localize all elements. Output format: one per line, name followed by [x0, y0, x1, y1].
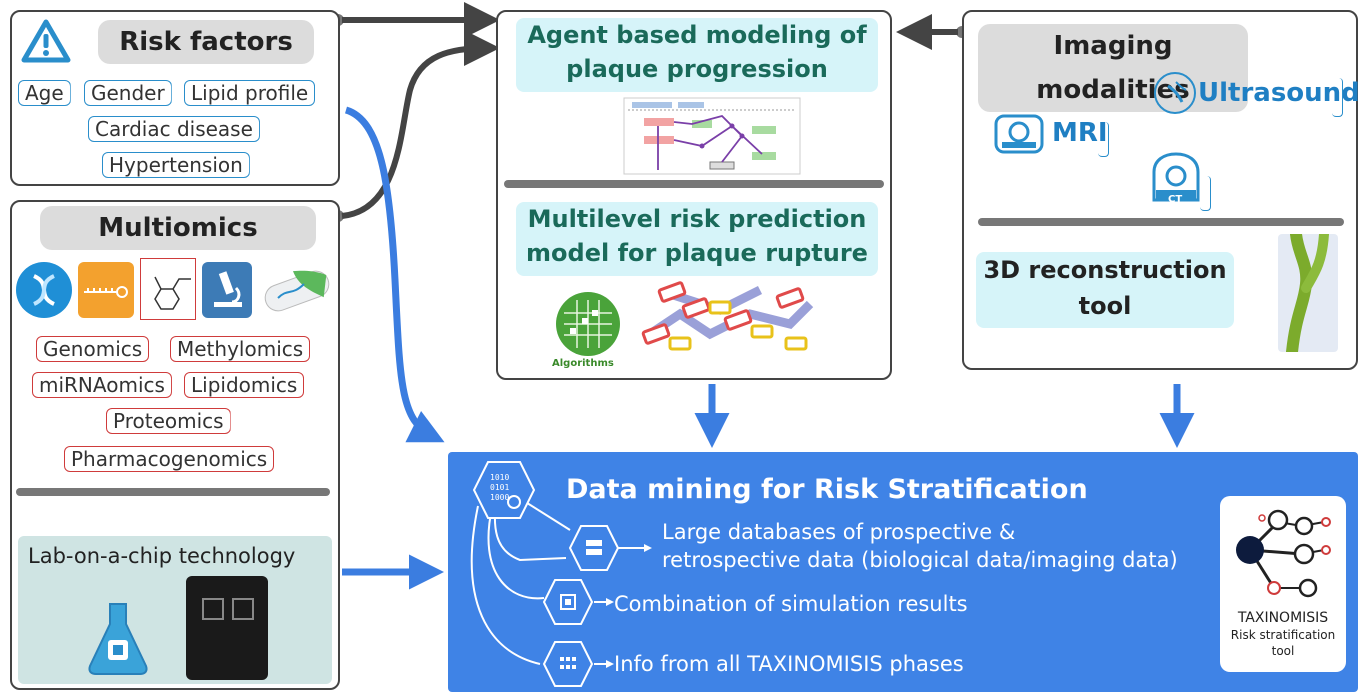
ct-label: CT [1168, 194, 1183, 205]
omics-tag-proteomics: Proteomics [106, 408, 231, 434]
flask-chip-icon [84, 600, 152, 676]
ultrasound-icon [1154, 72, 1196, 114]
risk-flow-diagram [641, 281, 814, 351]
risk-tag-gender: Gender [84, 80, 172, 106]
recon-title-line1: 3D reconstruction [983, 256, 1227, 284]
data-item-simulation: Combination of simulation results [614, 592, 968, 616]
pill-dna-icon [260, 266, 334, 314]
modeling-panel: Agent based modeling of plaque progressi… [496, 10, 892, 380]
ultrasound-label: Ultrasound [1198, 78, 1360, 108]
database-icon [568, 524, 620, 572]
omics-tag-lipidomics: Lipidomics [184, 372, 305, 398]
algorithms-label: Algorithms [552, 358, 614, 369]
risk-model-title-box: Multilevel risk prediction model for pla… [516, 202, 878, 276]
svg-text:1000: 1000 [490, 493, 509, 502]
omics-tag-methylomics: Methylomics [170, 336, 311, 362]
arrow-risk-to-datamining [344, 106, 445, 443]
center-separator [504, 180, 884, 188]
svg-text:1010: 1010 [490, 473, 509, 482]
abm-title-line1: Agent based modeling of [527, 21, 867, 49]
data-item-taxinomisis-phases: Info from all TAXINOMISIS phases [614, 652, 964, 676]
svg-text:0101: 0101 [490, 483, 509, 492]
omics-tag-pharmacogenomics: Pharmacogenomics [64, 446, 275, 472]
recon-title-box: 3D reconstruction tool [976, 252, 1234, 328]
risk-model-title-line1: Multilevel risk prediction [527, 205, 867, 233]
taxinomisis-sub2: tool [1271, 644, 1295, 658]
risk-tag-cardiac-disease: Cardiac disease [88, 116, 260, 142]
ct-icon [1148, 150, 1204, 208]
mri-bracket [1098, 122, 1109, 157]
risk-tag-age: Age [18, 80, 71, 106]
algorithms-icon [556, 292, 620, 356]
rna-icon [78, 262, 134, 318]
risk-tag-lipid-profile: Lipid profile [184, 80, 316, 106]
connector-risk-to-abm [332, 2, 500, 38]
omics-tag-mirnaomics: miRNAomics [32, 372, 172, 398]
imaging-panel: Imaging modalities MRI Ultrasound CT 3D … [962, 10, 1360, 370]
abm-title-line2: plaque progression [566, 55, 828, 83]
ultrasound-bracket [1332, 78, 1343, 117]
risk-factors-panel: Risk factors Age Gender Lipid profile Ca… [10, 10, 340, 186]
imaging-separator [978, 218, 1344, 226]
connector-multiomics-to-abm [332, 30, 500, 222]
microscope-icon [202, 262, 252, 318]
mri-icon [994, 112, 1044, 156]
grid-apps-icon [542, 640, 594, 688]
multiomics-panel: Multiomics Genomics Methylomics miRNAomi… [10, 200, 340, 690]
risk-tag-hypertension: Hypertension [102, 152, 250, 178]
risk-factors-title: Risk factors [98, 20, 314, 64]
recon-title-line2: tool [1078, 292, 1132, 320]
data-item-databases-line2: retrospective data (biological data/imag… [662, 548, 1178, 572]
multiomics-title: Multiomics [40, 206, 316, 250]
data-item-databases-line1: Large databases of prospective & [662, 520, 1016, 544]
abm-network-diagram [623, 97, 801, 175]
ct-bracket [1200, 176, 1211, 211]
data-mining-title: Data mining for Risk Stratification [566, 474, 1088, 505]
abm-title-box: Agent based modeling of plaque progressi… [516, 18, 878, 92]
taxinomisis-logo-card: TAXINOMISIS Risk stratification tool [1220, 496, 1346, 672]
molecule-icon [140, 258, 196, 320]
vessel-3d-image [1278, 234, 1338, 352]
lab-on-chip-label: Lab-on-a-chip technology [28, 544, 296, 568]
taxinomisis-sub1: Risk stratification [1230, 628, 1336, 642]
warning-icon [21, 19, 71, 63]
risk-model-title-line2: model for plaque rupture [526, 239, 868, 267]
chip-photo [186, 576, 268, 680]
multiomics-separator [16, 488, 330, 496]
taxinomisis-network-icon [1236, 509, 1331, 598]
omics-tag-genomics: Genomics [36, 336, 150, 362]
processor-icon [542, 578, 594, 626]
connector-imaging-to-abm [896, 14, 968, 50]
lab-on-chip-panel: Lab-on-a-chip technology [18, 536, 332, 684]
taxinomisis-name: TAXINOMISIS [1237, 610, 1329, 626]
dna-icon [16, 262, 72, 318]
